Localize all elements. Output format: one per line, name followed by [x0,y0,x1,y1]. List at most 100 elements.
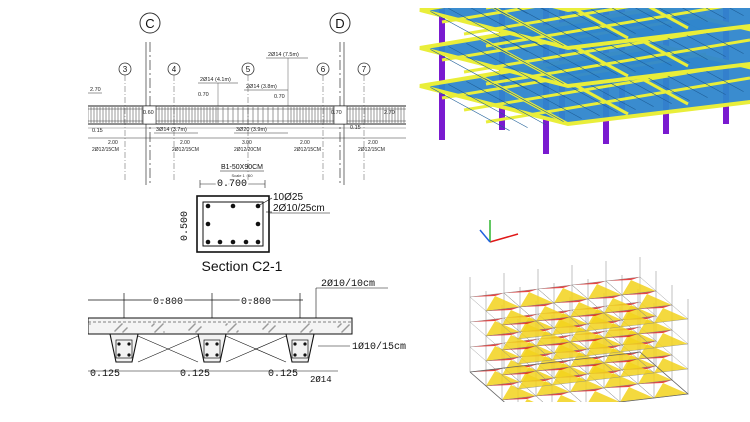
grid-bubble-6: 6 [316,62,330,180]
truss-diagonal [225,335,287,363]
stress-contour [554,288,588,303]
column-section-drawing: 0.700 0.500 10Ø25 2Ø10/25cm Section C2-1 [170,174,400,276]
stress-contour [654,383,688,398]
stress-contour [525,399,534,402]
rib-bar [303,342,307,346]
svg-text:5: 5 [246,65,251,74]
stress-contour [654,358,688,373]
beam-elevation-drawing: C D 3 4 5 6 7 [88,10,406,185]
grid-line-c: C [139,12,161,185]
rebar-dot [230,239,236,245]
rib-bar [293,342,297,346]
slab-rib-spacing-dimension: 0.800 0.800 [88,293,303,318]
slab-section-svg: 0.800 0.800 2Ø10/10cm 1Ø10/15cm 0.125 0.… [88,278,406,383]
grid-cell [535,391,582,402]
grid-bubble-7: 7 [357,62,371,180]
slab-rib-width-dimension: 0.125 0.125 0.125 2Ø14 [88,369,338,383]
svg-text:2.70: 2.70 [90,87,101,93]
rebar-dot [205,203,211,209]
stress-contour [536,306,570,321]
svg-text:2.00: 2.00 [108,140,118,146]
svg-text:2.70: 2.70 [384,110,395,116]
svg-text:3.00: 3.00 [242,140,252,146]
svg-text:0.60: 0.60 [143,110,154,116]
model-beam [648,8,689,30]
stress-contour [502,360,536,375]
svg-text:2Ø10/10cm: 2Ø10/10cm [321,278,375,290]
stress-contour [638,294,672,309]
svg-text:0.70: 0.70 [198,92,209,98]
stirrup-dimension-row: 2.00 2.00 3.00 2.00 2.00 2Ø12/15CM 2Ø12/… [88,137,406,153]
stress-contour [654,333,688,348]
stress-analysis-svg [469,257,689,402]
stress-contour [620,387,654,402]
grid-line-d: D [329,12,351,185]
stress-model [469,257,689,402]
svg-text:2Ø14 (7.5m): 2Ø14 (7.5m) [268,52,299,58]
svg-text:3: 3 [123,65,128,74]
svg-text:2Ø12/15CM: 2Ø12/15CM [172,147,199,153]
svg-text:0.70: 0.70 [274,94,285,100]
svg-text:3Ø14 (3.7m): 3Ø14 (3.7m) [156,127,187,133]
grid-cell [501,395,544,402]
stress-contour [520,292,554,307]
column-section-svg: 0.700 0.500 10Ø25 2Ø10/25cm Section C2-1 [180,177,330,274]
stress-contour [586,341,620,356]
stress-contour [556,395,577,402]
stress-contour [502,385,536,400]
rib-bar [205,342,209,346]
svg-text:0.800: 0.800 [241,297,271,308]
stress-contour [620,312,654,327]
grid-cell [637,354,689,374]
svg-text:D: D [335,16,344,31]
svg-text:C: C [145,16,154,31]
slab-rib [285,333,315,363]
rebar-dot [243,239,249,245]
rebar-dot [230,203,236,209]
svg-text:0.15: 0.15 [92,128,103,134]
svg-text:2Ø14 (3.8m): 2Ø14 (3.8m) [246,84,277,90]
column-height-dimension: 0.500 [180,211,191,241]
stress-contour [502,335,536,350]
stress-contour [486,371,520,386]
rib-bar [303,353,307,357]
stress-contour [586,366,620,381]
slab-concrete-section [88,317,353,363]
rib-bar [117,353,121,357]
grid-cell [637,329,689,349]
slab-top-steel-label: 2Ø10/10cm [315,278,388,320]
slab-dist-steel-label: 1Ø10/15cm [318,341,406,353]
svg-text:2.00: 2.00 [180,140,190,146]
rib-bar [205,353,209,357]
column-width-dimension: 0.700 [199,177,266,192]
stress-contour [486,346,520,361]
svg-text:2Ø12/15CM: 2Ø12/15CM [92,147,119,153]
structural-3d-model-view [400,8,750,248]
stress-contour [588,284,622,299]
column-section-title: Section C2-1 [202,258,283,274]
slab-rib [197,333,227,363]
svg-text:3Ø20 (3.9m): 3Ø20 (3.9m) [236,127,267,133]
rebar-dot [255,203,261,209]
slab-rib [109,333,139,363]
svg-text:10Ø25: 10Ø25 [273,192,303,203]
stress-contour [552,370,586,385]
grid-bubble-4: 4 [167,62,181,180]
stress-contour [486,296,520,311]
svg-text:2Ø12/20CM: 2Ø12/20CM [234,147,261,153]
structural-3d-model-svg [419,8,750,243]
rebar-dot [205,221,211,227]
svg-text:0.500: 0.500 [180,211,191,241]
stress-contour [518,349,552,364]
column-rebar-labels: 10Ø25 2Ø10/25cm [257,192,330,214]
stress-contour [622,280,656,295]
stress-contour [620,362,654,377]
svg-text:Scale 1 : 60: Scale 1 : 60 [231,173,253,178]
svg-text:0.800: 0.800 [153,297,183,308]
stress-contour [518,374,552,389]
grid-cell [569,387,621,402]
svg-text:2Ø14 (4.1m): 2Ø14 (4.1m) [200,77,231,83]
svg-text:1Ø10/15cm: 1Ø10/15cm [352,341,406,353]
stress-contour [486,321,520,336]
rib-bar [127,353,131,357]
